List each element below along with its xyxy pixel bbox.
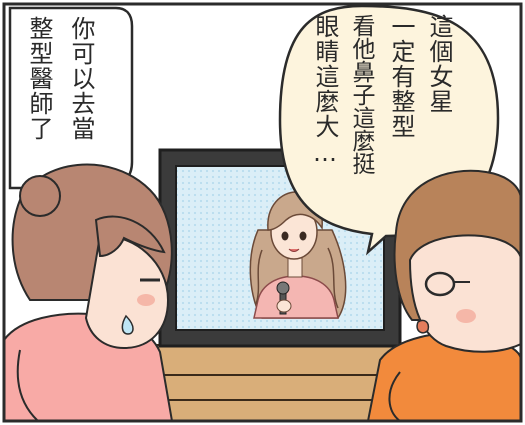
speech-left-line-2: 整型醫師了 <box>25 16 53 141</box>
speech-right-line-2: 一定有整型 <box>387 14 415 139</box>
singer-on-tv <box>249 191 347 319</box>
speech-left-line-1: 你可以去當 <box>67 16 95 141</box>
speech-right-line-4: 眼睛這麼大… <box>311 14 339 168</box>
speech-right-line-3: 看他鼻子這麼挺 <box>348 14 374 175</box>
right-character-boy <box>366 169 521 421</box>
speech-right-line-1: 這個女星 <box>425 14 453 114</box>
sweat-drop-icon <box>121 314 134 335</box>
left-character-girl <box>4 163 174 421</box>
